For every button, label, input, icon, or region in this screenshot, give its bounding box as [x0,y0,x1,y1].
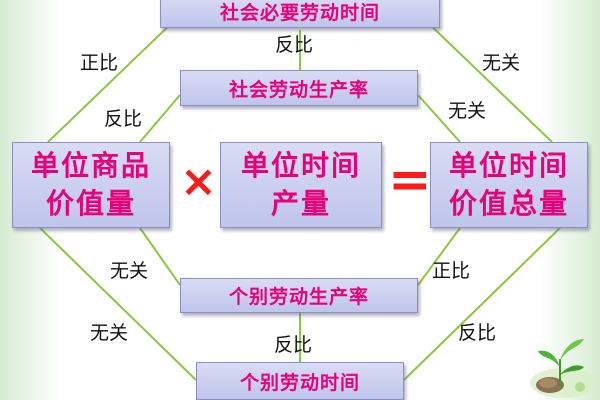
unit-time-output-line1: 单位时间 [240,149,361,182]
unit-time-total-value-line2: 价值总量 [448,187,569,220]
relation-label-bottom-center: 反比 [274,334,313,356]
unit-time-total-value-box: 单位时间 价值总量 [430,142,588,228]
social-labor-productivity-text: 社会劳动生产率 [228,78,369,101]
social-necessary-labor-time-box: 社会必要劳动时间 [160,0,440,28]
relation-label-lower-right: 正比 [432,260,471,282]
individual-labor-productivity-text: 个别劳动生产率 [228,286,369,308]
individual-labor-productivity-box: 个别劳动生产率 [180,278,418,313]
individual-labor-time-text: 个别劳动时间 [239,371,360,394]
relation-label-top-right: 无关 [482,52,521,74]
relation-label-top-center: 反比 [275,34,314,56]
unit-time-output-box: 单位时间 产量 [220,142,382,228]
relation-label-bottom-left: 无关 [90,322,129,344]
unit-commodity-value-line1: 单位商品 [30,149,151,182]
multiply-operator: × [180,156,217,207]
unit-commodity-value-line2: 价值量 [45,187,136,220]
relation-label-upper-right: 无关 [448,100,487,122]
unit-time-total-value-line1: 单位时间 [448,149,569,182]
relation-label-lower-left: 无关 [110,260,149,282]
individual-labor-time-box: 个别劳动时间 [196,362,404,400]
unit-time-output-line2: 产量 [270,187,331,220]
equals-operator: = [388,150,432,210]
unit-commodity-value-box: 单位商品 价值量 [12,142,170,228]
relation-label-upper-left: 反比 [104,108,143,130]
social-necessary-labor-time-text: 社会必要劳动时间 [219,1,380,24]
relation-label-top-left: 正比 [80,52,119,74]
social-labor-productivity-box: 社会劳动生产率 [180,70,418,106]
relation-label-bottom-right: 反比 [458,322,497,344]
plant-icon [530,339,598,398]
